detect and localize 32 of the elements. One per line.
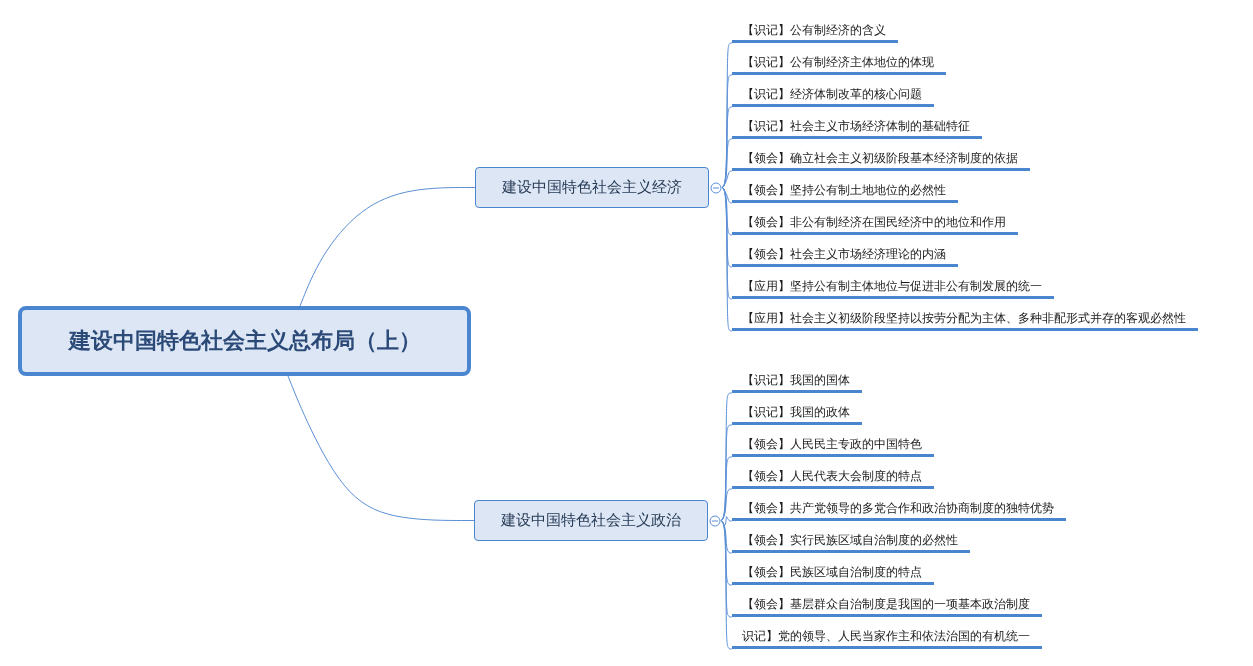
subtopic-label: 识记】党的领导、人民当家作主和依法治国的有机统一 [732,627,1042,649]
subtopic-label: 【应用】社会主义初级阶段坚持以按劳分配为主体、多种非配形式并存的客观必然性 [732,309,1198,331]
subtopic-label: 【领会】基层群众自治制度是我国的一项基本政治制度 [732,595,1042,617]
connector-line [721,187,733,332]
subtopic-label: 【领会】人民代表大会制度的特点 [732,467,934,489]
subtopic-label: 【识记】公有制经济主体地位的体现 [732,53,946,75]
subtopic-label: 【领会】民族区域自治制度的特点 [732,563,934,585]
subtopic-label: 【识记】公有制经济的含义 [732,21,898,43]
subtopic-label: 【领会】实行民族区域自治制度的必然性 [732,531,970,553]
connector-line [720,392,733,521]
subtopic-label: 【领会】坚持公有制土地地位的必然性 [732,181,958,203]
connector-line [721,106,733,188]
subtopic-label: 【领会】人民民主专政的中国特色 [732,435,934,457]
subtopic-label: 【识记】我国的政体 [732,403,862,425]
connector-line [287,375,475,521]
subtopic-label: 【识记】经济体制改革的核心问题 [732,85,934,107]
subtopic-label: 【领会】确立社会主义初级阶段基本经济制度的依据 [732,149,1030,171]
connector-line [721,170,733,188]
subtopic-label: 【应用】坚持公有制主体地位与促进非公有制发展的统一 [732,277,1054,299]
connector-line [720,520,733,650]
topic-text: 建设中国特色社会主义政治 [501,511,681,530]
connector-line [299,187,476,307]
central-topic-box [18,306,471,376]
subtopic-label: 【领会】社会主义市场经济理论的内涵 [732,245,958,267]
topic-text: 建设中国特色社会主义总布局（上） [68,327,421,355]
subtopic-label: 【识记】社会主义市场经济体制的基础特征 [732,117,982,139]
subtopic-label: 【识记】我国的国体 [732,371,862,393]
connector-line [721,187,733,236]
subtopic-label: 【领会】非公有制经济在国民经济中的地位和作用 [732,213,1018,235]
topic-text: 建设中国特色社会主义经济 [502,178,682,197]
subtopic-label: 【领会】共产党领导的多党合作和政治协商制度的独特优势 [732,499,1066,521]
connector-line [720,488,733,521]
